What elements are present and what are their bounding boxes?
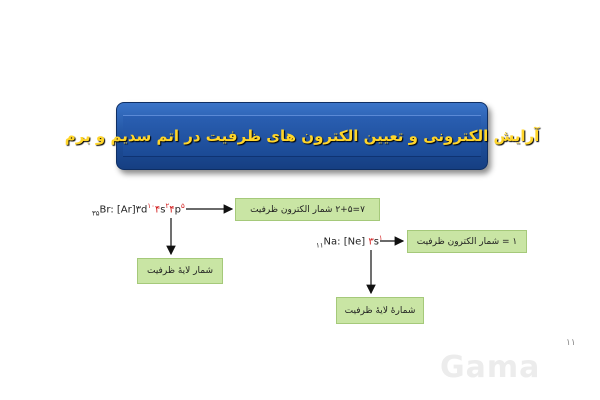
br-p-orbital: p: [174, 204, 181, 216]
br-prefix: Br: [Ar]: [99, 204, 136, 216]
na-s-orbital: s: [373, 236, 379, 248]
br-p-exponent: ۵: [181, 202, 185, 210]
br-valence-electrons-box: ۷=۲+۵ شمار الکترون ظرفیت: [235, 198, 380, 221]
br-valence-electrons-text: ۷=۲+۵ شمار الکترون ظرفیت: [250, 204, 365, 215]
na-prefix: Na: [Ne]: [323, 236, 366, 248]
br-4s-shell: ۴: [154, 204, 161, 216]
na-s-exponent: ۱: [378, 234, 383, 242]
na-atomic-number: ۱۱: [316, 241, 324, 250]
br-3-shell: ۳: [135, 204, 142, 216]
br-s-orbital: s: [160, 204, 166, 216]
br-4p-shell: ۴: [169, 204, 175, 216]
title-banner: آرایش الکترونی و تعیین الکترون های ظرفیت…: [65, 102, 539, 170]
br-electron-configuration: ۳۵Br: [Ar]۳d۱۰۴s۲۴p۵: [92, 202, 185, 217]
page-title: آرایش الکترونی و تعیین الکترون های ظرفیت…: [64, 127, 540, 145]
na-3-shell: ۳: [368, 236, 374, 248]
watermark-logo: Gama: [440, 350, 541, 385]
na-valence-layer-box: شمارهٔ لایهٔ ظرفیت: [336, 297, 424, 324]
br-valence-layer-text: شمار لایهٔ ظرفیت: [147, 266, 214, 276]
na-valence-layer-text: شمارهٔ لایهٔ ظرفیت: [344, 305, 416, 316]
br-d-exponent: ۱۰: [147, 202, 155, 210]
page-number: ۱۱: [566, 338, 576, 348]
title-banner-inner: آرایش الکترونی و تعیین الکترون های ظرفیت…: [65, 115, 539, 157]
na-valence-electrons-text: ۱ = شمار الکترون ظرفیت: [416, 236, 518, 247]
br-s-exponent: ۲: [165, 202, 170, 210]
na-electron-configuration: ۱۱Na: [Ne] ۳s۱: [316, 234, 383, 249]
na-valence-electrons-box: ۱ = شمار الکترون ظرفیت: [407, 230, 527, 253]
br-d-orbital: d: [141, 204, 148, 216]
br-atomic-number: ۳۵: [92, 209, 100, 218]
br-valence-layer-box: شمار لایهٔ ظرفیت: [137, 258, 223, 284]
